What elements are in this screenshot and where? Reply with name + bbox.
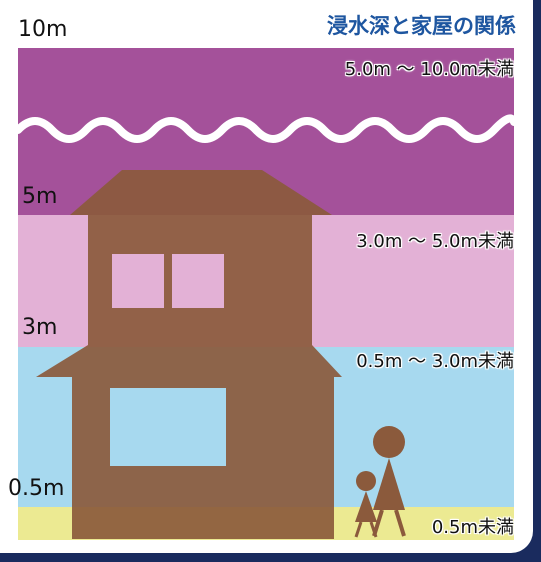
child-figure-icon xyxy=(354,471,378,538)
wave-line xyxy=(14,114,518,143)
range-label-5-10m: 5.0m 〜 10.0m未満 xyxy=(344,59,514,80)
scale-label-5m: 5m xyxy=(22,184,58,209)
range-label-05-3m: 0.5m 〜 3.0m未満 xyxy=(356,351,514,372)
upper-window-left xyxy=(112,254,164,308)
diagram-title: 浸水深と家屋の関係 xyxy=(327,14,516,38)
house-icon xyxy=(36,170,342,539)
scale-label-10m: 10m xyxy=(18,17,68,42)
range-label-under-05m: 0.5m未満 xyxy=(431,517,514,538)
upper-window-right xyxy=(172,254,224,308)
house-windows xyxy=(110,254,226,466)
adult-figure-icon xyxy=(372,426,406,537)
scale-label-05m: 0.5m xyxy=(8,476,65,501)
range-label-3-5m: 3.0m 〜 5.0m未満 xyxy=(356,231,514,252)
house-lower-roof xyxy=(36,345,342,377)
scale-label-3m: 3m xyxy=(22,315,58,340)
lower-window xyxy=(110,388,226,466)
house-upper-roof xyxy=(70,170,332,215)
